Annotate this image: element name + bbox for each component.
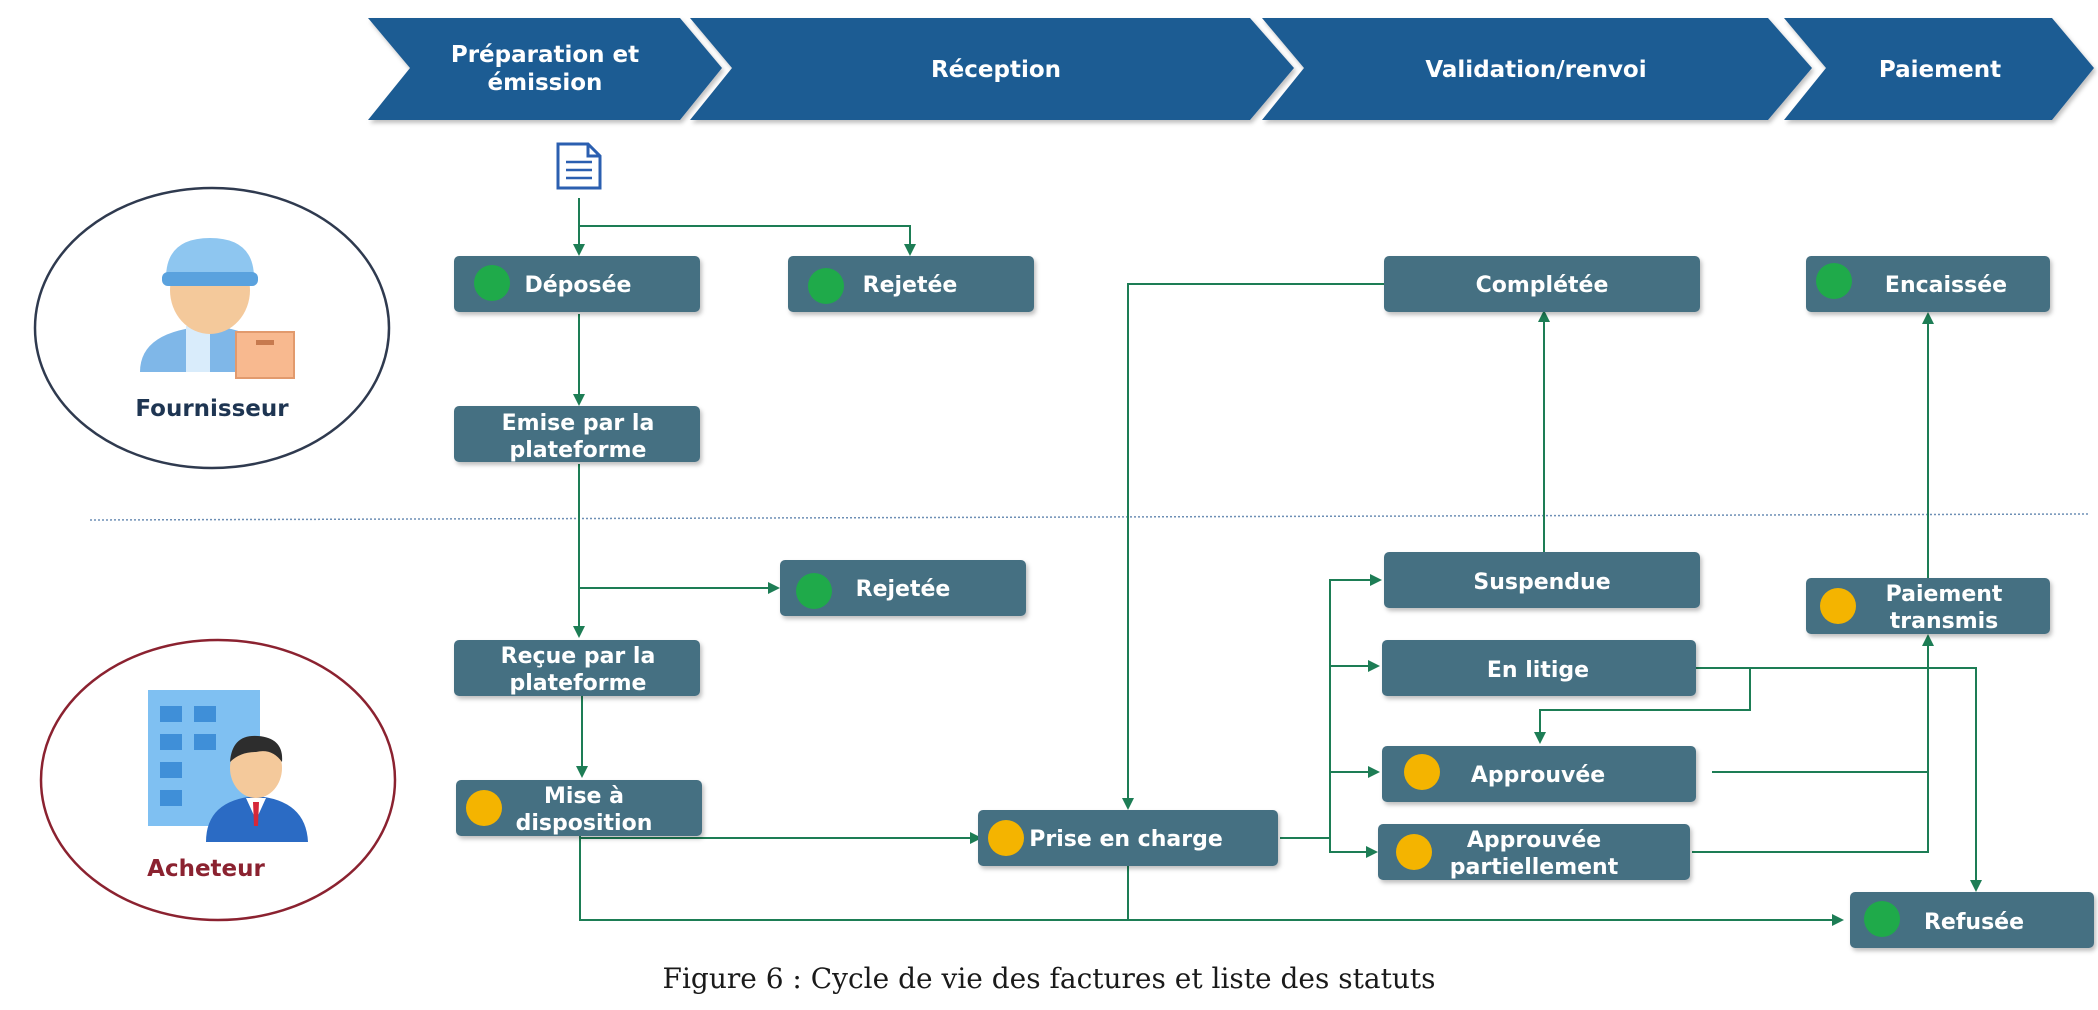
acheteur-label: Acheteur: [147, 856, 265, 882]
status-approuvee-partiellement: Approuvée partiellement: [1378, 824, 1690, 880]
status-dot-yellow: [1396, 834, 1432, 870]
connectors: [573, 198, 1982, 926]
status-refusee-label: Refusée: [1924, 910, 2024, 935]
arrow-completee-to-prise: [1122, 283, 1384, 810]
status-rejetee-fournisseur-label: Rejetée: [863, 273, 958, 298]
status-emise-line2: plateforme: [510, 438, 647, 463]
arrow-litige-to-refusee: [1696, 667, 1982, 892]
status-dot-yellow: [988, 820, 1024, 856]
status-en-litige-label: En litige: [1487, 658, 1589, 683]
status-dot-green: [808, 268, 844, 304]
phase-reception: Réception: [690, 18, 1294, 120]
status-recue-line2: plateforme: [510, 671, 647, 696]
phase-reception-label: Réception: [931, 57, 1061, 83]
arrow-doc-to-rejetee: [579, 225, 916, 256]
arrow-prise-to-suspendue: [1329, 574, 1382, 838]
arrow-mise-to-refusee: [579, 836, 1844, 926]
phase-validation: Validation/renvoi: [1262, 18, 1812, 120]
status-dot-yellow: [466, 790, 502, 826]
status-completee-label: Complétée: [1476, 273, 1609, 298]
status-paiement-transmis: Paiement transmis: [1806, 578, 2050, 634]
arrow-approuvee-to-paiement: [1712, 634, 1934, 773]
status-rejetee-fournisseur: Rejetée: [788, 256, 1034, 312]
status-approuvee-part-line2: partiellement: [1450, 855, 1619, 880]
phase-paiement-label: Paiement: [1879, 57, 2001, 83]
delivery-person-icon: [140, 238, 295, 379]
status-deposee: Déposée: [454, 256, 700, 312]
status-dot-green: [1864, 901, 1900, 937]
phase-paiement: Paiement: [1784, 18, 2094, 120]
status-deposee-label: Déposée: [525, 273, 632, 298]
status-mise-line1: Mise à: [544, 784, 624, 809]
status-suspendue-label: Suspendue: [1473, 570, 1610, 595]
figure-caption: Figure 6 : Cycle de vie des factures et …: [662, 962, 1436, 995]
status-en-litige: En litige: [1382, 640, 1696, 696]
status-paiement-line1: Paiement: [1886, 582, 2003, 607]
status-emise-line1: Emise par la: [502, 411, 655, 436]
status-prise-en-charge: Prise en charge: [978, 810, 1278, 866]
status-rejetee-acheteur-label: Rejetée: [856, 577, 951, 602]
document-icon: [556, 142, 602, 190]
status-approuvee-part-line1: Approuvée: [1467, 828, 1601, 853]
status-recue: Reçue par la plateforme: [454, 640, 700, 696]
phase-preparation: Préparation et émission: [368, 18, 722, 120]
swimlane-divider: [89, 513, 2091, 521]
status-emise: Emise par la plateforme: [454, 406, 700, 463]
status-refusee: Refusée: [1850, 892, 2094, 948]
status-encaissee-label: Encaissée: [1885, 273, 2007, 298]
status-completee: Complétée: [1384, 256, 1700, 312]
phase-preparation-line2: émission: [488, 70, 603, 96]
status-recue-line1: Reçue par la: [501, 644, 656, 669]
status-approuvee-label: Approuvée: [1471, 763, 1605, 788]
status-mise-a-disposition: Mise à disposition: [456, 780, 702, 836]
status-dot-green: [474, 265, 510, 301]
status-prise-label: Prise en charge: [1029, 827, 1223, 852]
fournisseur-label: Fournisseur: [135, 396, 289, 422]
status-dot-green: [1816, 263, 1852, 299]
status-suspendue: Suspendue: [1384, 552, 1700, 608]
phase-preparation-line1: Préparation et: [451, 42, 639, 68]
phase-validation-label: Validation/renvoi: [1425, 57, 1646, 83]
status-encaissee: Encaissée: [1806, 256, 2050, 312]
status-dot-green: [796, 573, 832, 609]
status-dot-yellow: [1404, 754, 1440, 790]
line-approuvee-part-to-paiement: [1692, 772, 1929, 853]
status-approuvee: Approuvée: [1382, 746, 1696, 802]
fournisseur-actor: Fournisseur: [33, 186, 391, 470]
arrow-prise-to-approuvee-part: [1329, 838, 1378, 858]
status-paiement-line2: transmis: [1890, 609, 1999, 634]
arrow-litige-to-approuvee: [1534, 668, 1751, 744]
status-dot-yellow: [1820, 588, 1856, 624]
status-rejetee-acheteur: Rejetée: [780, 560, 1026, 616]
acheteur-actor: Acheteur: [39, 638, 397, 922]
building-businessman-icon: [148, 690, 308, 842]
status-mise-line2: disposition: [516, 811, 653, 836]
